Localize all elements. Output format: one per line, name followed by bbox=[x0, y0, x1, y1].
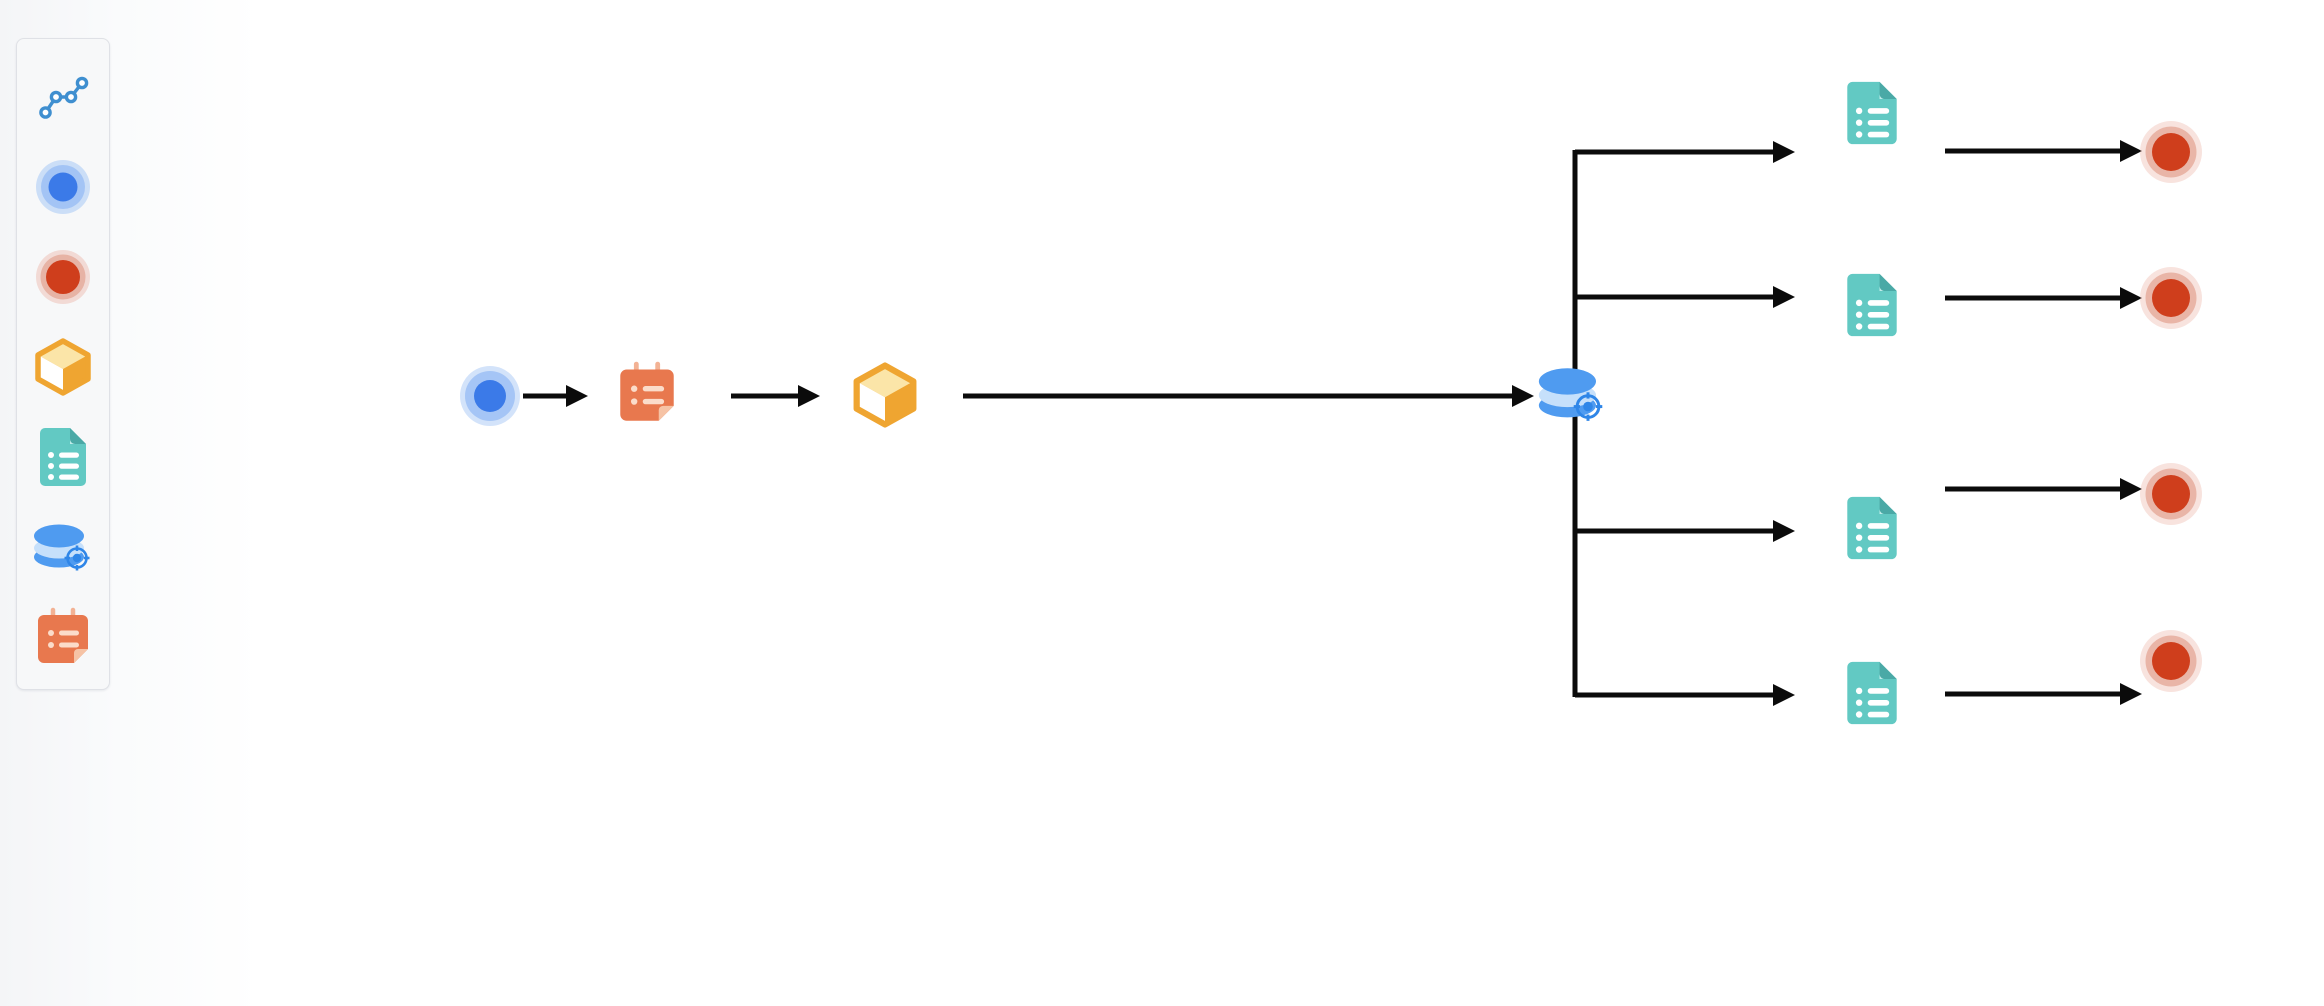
teal-document-icon bbox=[1843, 80, 1901, 146]
node-document-4[interactable] bbox=[1843, 660, 1901, 726]
palette-item-database[interactable] bbox=[24, 503, 102, 591]
palette-item-package[interactable] bbox=[24, 323, 102, 411]
cube-icon bbox=[851, 362, 919, 428]
red-circle-icon bbox=[2137, 264, 2205, 332]
palette-item-schedule[interactable] bbox=[24, 593, 102, 681]
node-document-2[interactable] bbox=[1843, 272, 1901, 338]
node-document-1[interactable] bbox=[1843, 80, 1901, 146]
graph-network-icon bbox=[35, 73, 91, 121]
node-palette bbox=[16, 38, 110, 690]
teal-document-icon bbox=[1843, 495, 1901, 561]
red-circle-icon bbox=[2137, 627, 2205, 695]
palette-item-document[interactable] bbox=[24, 413, 102, 501]
red-circle-icon bbox=[32, 246, 94, 308]
blue-circle-icon bbox=[32, 156, 94, 218]
node-end-4[interactable] bbox=[2137, 627, 2205, 695]
cube-icon bbox=[33, 338, 93, 396]
teal-document-icon bbox=[36, 427, 90, 487]
palette-item-start[interactable] bbox=[24, 143, 102, 231]
database-target-icon bbox=[1534, 362, 1610, 426]
red-circle-icon bbox=[2137, 118, 2205, 186]
node-database[interactable] bbox=[1534, 362, 1610, 426]
node-schedule[interactable] bbox=[616, 360, 678, 426]
red-circle-icon bbox=[2137, 460, 2205, 528]
palette-item-end[interactable] bbox=[24, 233, 102, 321]
node-end-3[interactable] bbox=[2137, 460, 2205, 528]
node-end-1[interactable] bbox=[2137, 118, 2205, 186]
palette-item-graph[interactable] bbox=[24, 53, 102, 141]
teal-document-icon bbox=[1843, 272, 1901, 338]
teal-document-icon bbox=[1843, 660, 1901, 726]
node-end-2[interactable] bbox=[2137, 264, 2205, 332]
node-start[interactable] bbox=[457, 363, 523, 429]
blue-circle-icon bbox=[457, 363, 523, 429]
database-target-icon bbox=[30, 519, 96, 575]
node-package[interactable] bbox=[851, 362, 919, 428]
orange-calendar-icon bbox=[616, 360, 678, 426]
orange-calendar-icon bbox=[34, 607, 92, 667]
node-document-3[interactable] bbox=[1843, 495, 1901, 561]
